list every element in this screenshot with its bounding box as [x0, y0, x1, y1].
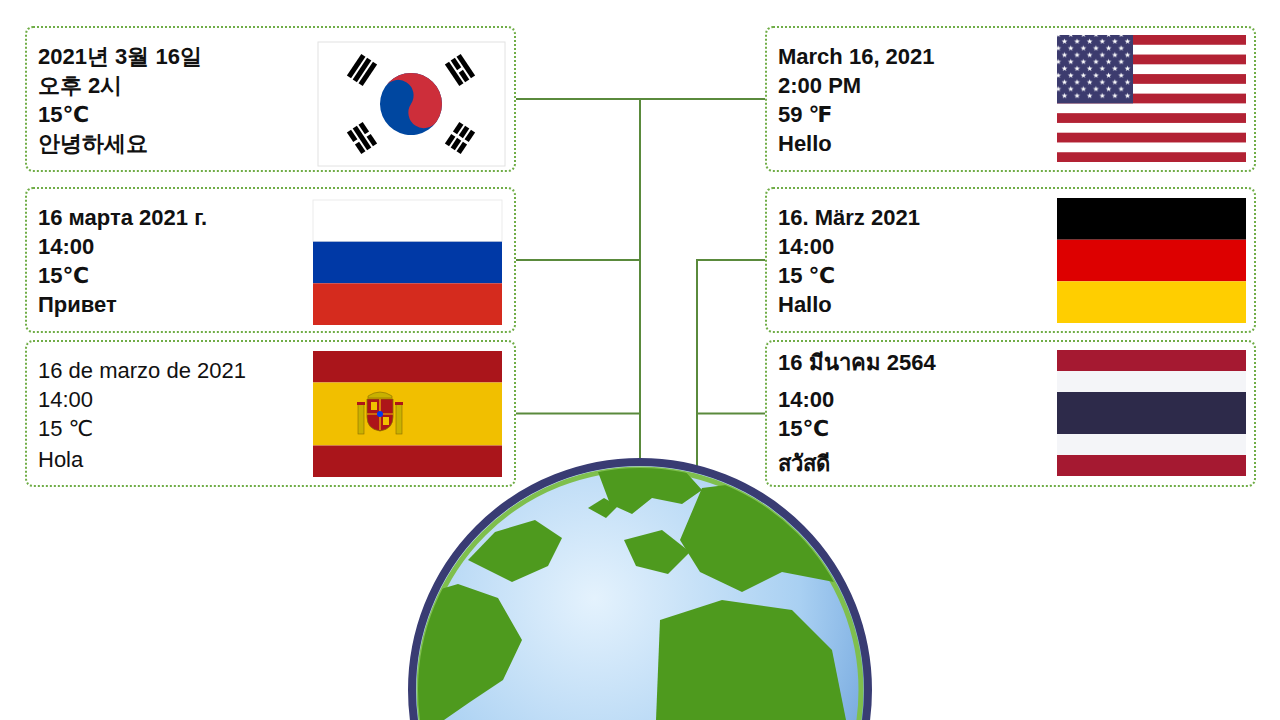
trigram [347, 122, 377, 154]
flag-band [313, 383, 502, 446]
greeting-text: สวัสดี [778, 449, 830, 478]
flag-band [313, 242, 502, 284]
language-box: 16 марта 2021 г.14:0015℃Привет [25, 187, 516, 333]
temperature-text: 15 ℃ [38, 414, 93, 443]
time-text: 14:00 [38, 385, 93, 414]
flag-field [318, 42, 505, 166]
date-text: 2021년 3월 16일 [38, 42, 202, 71]
flag-band [313, 283, 502, 325]
continents [400, 462, 866, 720]
trigrams [347, 54, 475, 154]
landmass [400, 584, 522, 720]
flag-band [1057, 392, 1246, 434]
date-text: 16 de marzo de 2021 [38, 356, 246, 385]
time-text: 2:00 PM [778, 71, 861, 100]
landmass [680, 478, 866, 592]
language-box: 2021년 3월 16일오후 2시15℃안녕하세요 [25, 26, 516, 172]
flag-band [1057, 455, 1246, 476]
flag-band [313, 200, 502, 242]
temperature-text: 15℃ [38, 100, 89, 129]
flag-germany [1057, 198, 1246, 323]
flag-canton [1057, 35, 1133, 103]
greeting-text: Hallo [778, 290, 832, 319]
flag-band [1057, 350, 1246, 371]
flag-band [1057, 240, 1246, 282]
date-text: 16. März 2021 [778, 203, 920, 232]
connector-line [697, 260, 765, 414]
temperature-text: 15℃ [778, 414, 829, 443]
flag-band [1057, 198, 1246, 240]
time-text: 14:00 [778, 232, 834, 261]
flag-stars [1057, 35, 1133, 103]
temperature-text: 15℃ [38, 261, 89, 290]
greeting-text: 안녕하세요 [38, 129, 148, 158]
flag-band [1057, 434, 1246, 455]
date-text: 16 มีนาคม 2564 [778, 348, 936, 377]
flag-spain [313, 351, 502, 477]
flag-stripes [1057, 35, 1246, 162]
flag-usa [1057, 35, 1246, 162]
flag-field [1057, 35, 1246, 162]
date-text: 16 марта 2021 г. [38, 203, 207, 232]
trigram [347, 54, 377, 86]
time-text: 14:00 [778, 385, 834, 414]
time-text: 14:00 [38, 232, 94, 261]
flag-band [313, 446, 502, 478]
taeguk-blue [368, 61, 454, 147]
landmass [656, 600, 846, 720]
flag-stars [1057, 35, 1129, 99]
language-box: 16 มีนาคม 2564 14:0015℃ สวัสดี [765, 340, 1256, 487]
flag-russia [313, 200, 502, 325]
temperature-text: 15 ℃ [778, 261, 835, 290]
flag-korea [318, 42, 505, 166]
coat-of-arms [357, 392, 403, 434]
trigram [445, 54, 475, 86]
flag-band [1057, 371, 1246, 392]
globe [400, 462, 868, 720]
language-box: March 16, 20212:00 PM59 ℉Hello [765, 26, 1256, 172]
date-text: March 16, 2021 [778, 42, 935, 71]
flag-thailand [1057, 350, 1246, 476]
taeguk-red [377, 61, 454, 134]
taeguk [368, 61, 454, 147]
landmass [624, 530, 690, 574]
trigram [445, 122, 475, 154]
language-box: 16. März 202114:0015 ℃Hallo [765, 187, 1256, 333]
greeting-text: Hello [778, 129, 832, 158]
landmass [468, 520, 562, 582]
wire [696, 412, 698, 474]
connector-line [516, 260, 640, 414]
flag-band [313, 351, 502, 383]
connector-line [516, 99, 640, 260]
flag-band [1057, 281, 1246, 323]
landmass [598, 462, 702, 514]
temperature-text: 59 ℉ [778, 100, 832, 129]
time-text: 오후 2시 [38, 71, 122, 100]
greeting-text: Hola [38, 445, 83, 474]
greeting-text: Привет [38, 290, 117, 319]
language-box: 16 de marzo de 202114:0015 ℃Hola [25, 340, 516, 487]
